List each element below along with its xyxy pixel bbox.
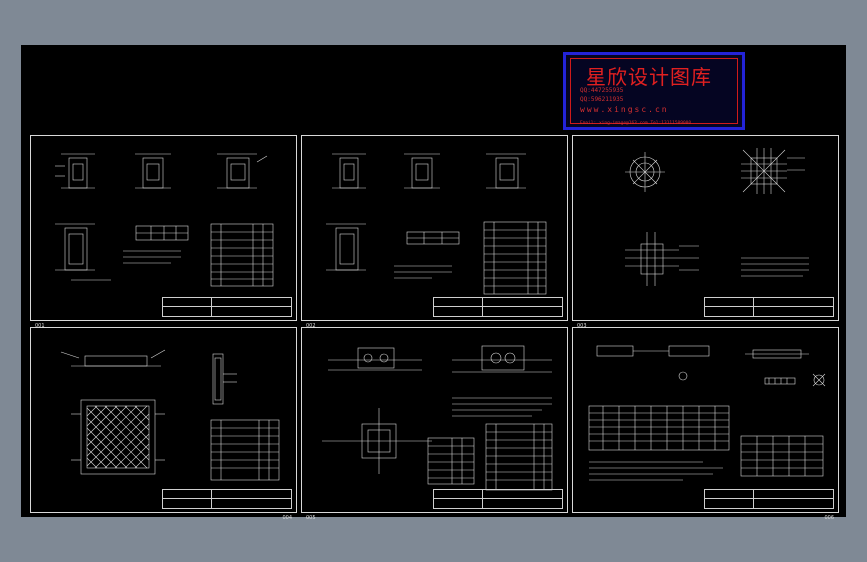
spec-table-a (588, 405, 730, 451)
sheet-3-notes (741, 257, 809, 277)
small-circle-detail (678, 371, 826, 387)
stamp-qq2: QQ:596211935 (580, 96, 624, 103)
sheet-5-linework (322, 345, 553, 491)
drawing-sheet-1[interactable]: 001 (30, 135, 297, 329)
sheet-6-linework (588, 345, 826, 481)
sheet-5-table-b (485, 423, 553, 491)
drawing-sheet-4[interactable]: 004 (30, 327, 297, 521)
sheet-3-title-block (704, 297, 834, 317)
sheet-2-number: 002 (306, 323, 316, 329)
fitting-detail-a (596, 345, 710, 357)
section-detail-c (217, 153, 268, 189)
sheet-1-number: 001 (35, 323, 45, 329)
sheet-3-linework (625, 148, 809, 286)
pipe-elevation-b (452, 345, 552, 373)
stamp-contact: Email: xing-image@163.com Tel:1311158900… (580, 121, 692, 126)
sheet-1-linework (55, 153, 274, 287)
section-detail-a (55, 153, 95, 189)
manhole-cover-elevation (60, 349, 166, 367)
section-detail-d (55, 223, 111, 281)
material-table (210, 223, 274, 287)
drawing-sheet-5[interactable]: 005 (301, 327, 568, 521)
sheet-6-title-block (704, 489, 834, 509)
sheet-6-notes (589, 461, 723, 481)
small-table (135, 225, 189, 241)
rebar-plan-c (625, 232, 699, 286)
sheet-5-notes (452, 397, 552, 417)
sheet-4-title-block (162, 489, 292, 509)
sheet-2-title-block (433, 297, 563, 317)
sheet-1-title-block (162, 297, 292, 317)
cover-section (212, 353, 237, 405)
rebar-plan-a (625, 152, 665, 192)
pipe-plan (322, 408, 432, 474)
sheet-4-number: 004 (282, 515, 292, 521)
stamp-title: 星欣设计图库 (586, 65, 712, 89)
section-detail-b (135, 153, 171, 189)
rebar-plan-b (741, 148, 805, 194)
pipe-elevation-a (328, 347, 422, 371)
sheet-3-number: 003 (577, 323, 587, 329)
sheet-4-table (210, 419, 280, 481)
fitting-detail-b (745, 349, 809, 359)
manhole-cover-plan (71, 399, 165, 475)
drawing-sheet-2[interactable]: 002 (301, 135, 568, 329)
spec-table-b (740, 435, 824, 477)
sheet-5-title-block (433, 489, 563, 509)
drawing-sheet-3[interactable]: 003 (572, 135, 839, 329)
drawing-sheet-6[interactable]: 006 (572, 327, 839, 521)
stamp-inner-border (570, 58, 738, 124)
stamp-qq1: QQ:447255935 (580, 87, 624, 94)
sheet-6-number: 006 (824, 515, 834, 521)
sheet-5-table-a (427, 437, 475, 485)
rebar-bar (764, 377, 796, 385)
sheet-4-linework (60, 349, 280, 481)
drawing-canvas[interactable]: 星欣设计图库 QQ:447255935 QQ:596211935 www.xin… (21, 45, 846, 521)
stamp-url: www.xingsc.cn (580, 105, 669, 114)
notes-lines (123, 250, 181, 264)
sheet-5-number: 005 (306, 515, 316, 521)
sheet-2-linework (326, 153, 547, 295)
watermark-stamp: 星欣设计图库 QQ:447255935 QQ:596211935 www.xin… (563, 52, 745, 130)
